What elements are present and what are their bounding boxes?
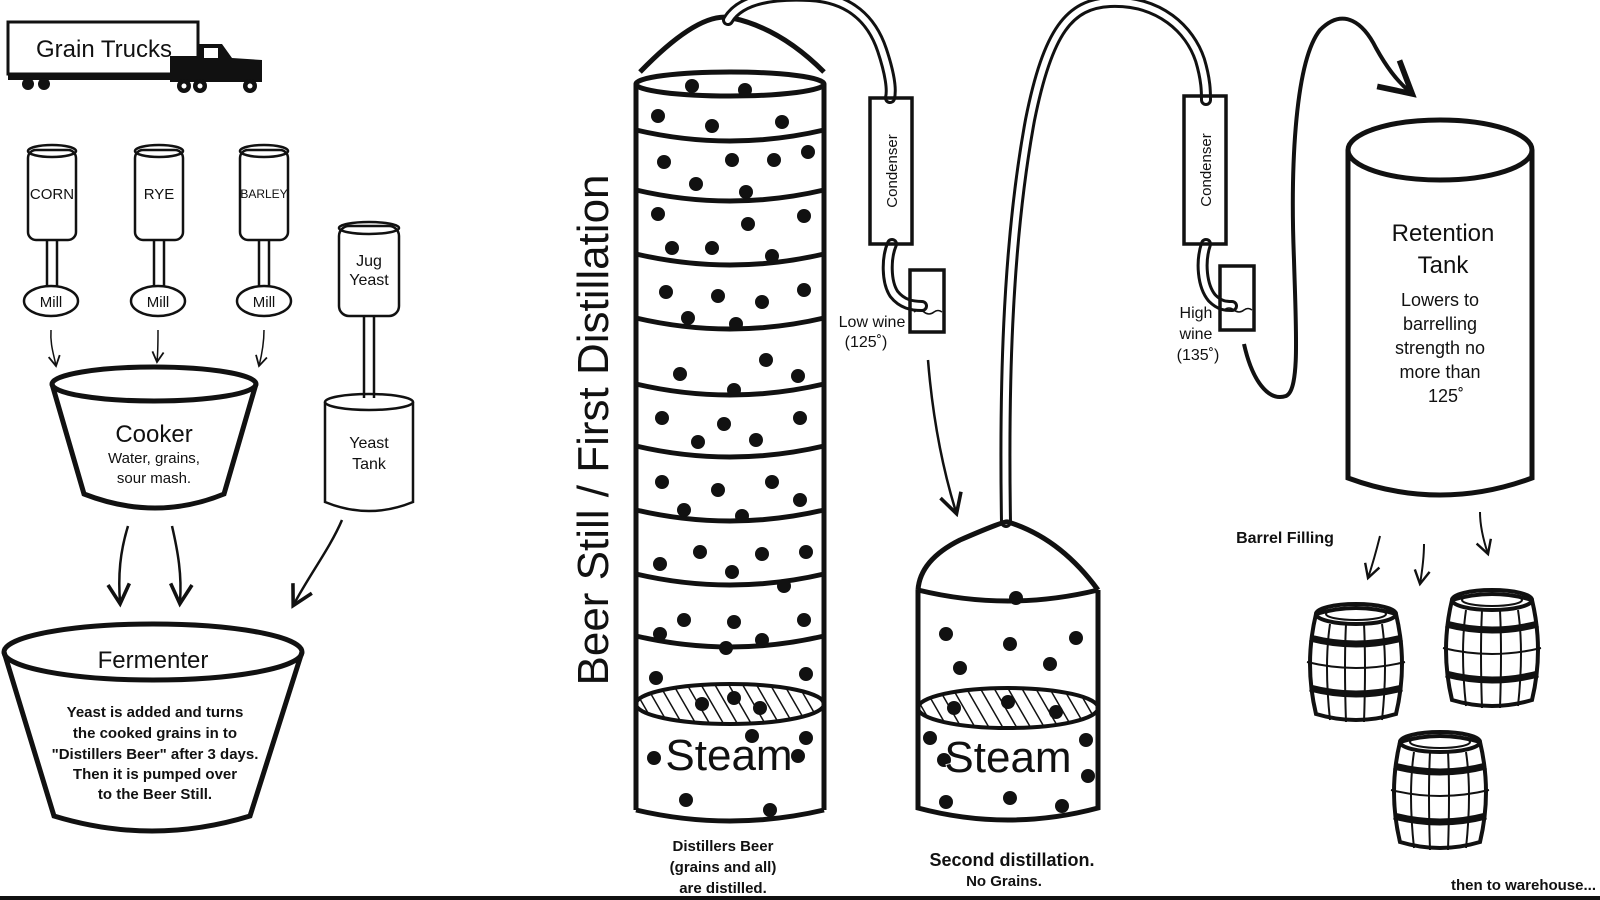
fermenter-desc-4: Then it is pumped over — [73, 766, 237, 783]
barrel-filling-label: Barrel Filling — [1236, 530, 1334, 547]
fermenter-desc-5: to the Beer Still. — [98, 786, 212, 803]
barley-label: BARLEY — [240, 187, 287, 201]
retention-desc-1: Lowers to — [1401, 290, 1479, 310]
column-dots — [647, 79, 815, 817]
retention-title-2: Tank — [1418, 252, 1470, 279]
high-wine-label-3: (135˚) — [1177, 347, 1220, 364]
corn-label: CORN — [30, 186, 74, 203]
jug-yeast-label-1: Jug — [356, 253, 382, 270]
arrow-icon — [172, 525, 181, 602]
fermenter-desc-1: Yeast is added and turns — [67, 704, 244, 721]
condenser-1: Condenser — [868, 96, 914, 246]
beer-still-caption-1: Distillers Beer — [673, 838, 774, 855]
retention-desc-4: more than — [1399, 362, 1480, 382]
low-wine-label-1: Low wine — [839, 314, 906, 331]
beer-still-title: Beer Still / First Distillation — [569, 174, 618, 685]
fermenter-desc-2: the cooked grains in to — [73, 725, 237, 742]
second-still-dots — [923, 591, 1095, 813]
rye-mill: Mill — [129, 284, 187, 318]
low-wine-jug — [908, 268, 946, 334]
jug-yeast: Jug Yeast — [337, 220, 401, 398]
beer-still-caption-3: are distilled. — [679, 880, 767, 897]
column-trays — [633, 69, 827, 824]
second-still: Steam — [915, 519, 1101, 823]
mill-label: Mill — [253, 294, 276, 311]
high-wine-label-2: wine — [1179, 326, 1213, 343]
beer-still-column: Steam — [633, 14, 827, 824]
fermenter-desc-3: "Distillers Beer" after 3 days. — [52, 746, 259, 763]
high-wine-jug — [1218, 264, 1256, 332]
barley-mill: Mill — [235, 284, 293, 318]
yeast-tank: Yeast Tank — [323, 392, 415, 513]
barrel-icon — [1390, 730, 1490, 851]
grate-icon — [634, 682, 826, 726]
arrow-icon — [926, 359, 956, 512]
cooker: Cooker Water, grains, sour mash. — [49, 364, 259, 511]
corn-mill: Mill — [22, 284, 80, 318]
yeast-tank-label-1: Yeast — [349, 435, 389, 452]
warehouse-label: then to warehouse... — [1451, 877, 1596, 894]
beer-still-steam: Steam — [665, 731, 792, 780]
rye-silo: RYE — [133, 143, 185, 287]
condenser-label: Condenser — [1198, 133, 1215, 206]
low-wine-label-2: (125˚) — [845, 334, 888, 351]
pipe-high-wine-to-retention — [1242, 16, 1410, 399]
fermenter-title: Fermenter — [98, 647, 209, 674]
second-still-caption-2: No Grains. — [966, 873, 1042, 890]
arrow-icon — [47, 329, 61, 368]
mill-label: Mill — [40, 294, 63, 311]
pipe-condenser-outlet — [1196, 238, 1238, 312]
grain-trucks-label: Grain Trucks — [36, 36, 172, 63]
corn-silo: CORN — [26, 143, 78, 287]
jug-yeast-label-2: Yeast — [349, 272, 389, 289]
rye-label: RYE — [144, 186, 175, 203]
fermenter: Fermenter Yeast is added and turns the c… — [1, 621, 305, 834]
second-still-caption-1: Second distillation. — [929, 850, 1094, 870]
high-wine-label-1: High — [1180, 305, 1213, 322]
beer-still-caption-2: (grains and all) — [670, 859, 777, 876]
barrel-icon — [1442, 588, 1542, 709]
arrow-icon — [1475, 511, 1493, 557]
retention-desc-3: strength no — [1395, 338, 1485, 358]
retention-tank: Retention Tank Lowers to barrelling stre… — [1345, 117, 1535, 498]
condenser-label: Condenser — [884, 134, 901, 207]
yeast-tank-label-2: Tank — [352, 456, 387, 473]
second-still-steam: Steam — [944, 733, 1071, 782]
retention-desc-5: 125˚ — [1428, 386, 1464, 406]
arrow-icon — [151, 329, 165, 364]
arrow-icon — [119, 525, 128, 602]
barrel-icon — [1306, 602, 1406, 723]
arrow-icon — [255, 329, 268, 368]
pipe-second-still-to-condenser — [999, 0, 1212, 528]
truck-icon — [8, 44, 262, 93]
mill-label: Mill — [147, 294, 170, 311]
cooker-desc-2: sour mash. — [117, 470, 191, 487]
barley-silo: BARLEY — [238, 143, 290, 287]
arrow-icon — [1413, 543, 1431, 587]
bottom-border — [0, 896, 1600, 900]
retention-title-1: Retention — [1392, 220, 1495, 247]
cooker-desc-1: Water, grains, — [108, 450, 200, 467]
cooker-title: Cooker — [115, 421, 192, 448]
arrow-icon — [294, 519, 344, 604]
arrow-icon — [1363, 535, 1381, 581]
pipe-beer-still-to-condenser — [722, 0, 897, 104]
condenser-2: Condenser — [1182, 94, 1228, 246]
retention-desc-2: barrelling — [1403, 314, 1477, 334]
grain-trucks: Grain Trucks — [6, 20, 262, 93]
